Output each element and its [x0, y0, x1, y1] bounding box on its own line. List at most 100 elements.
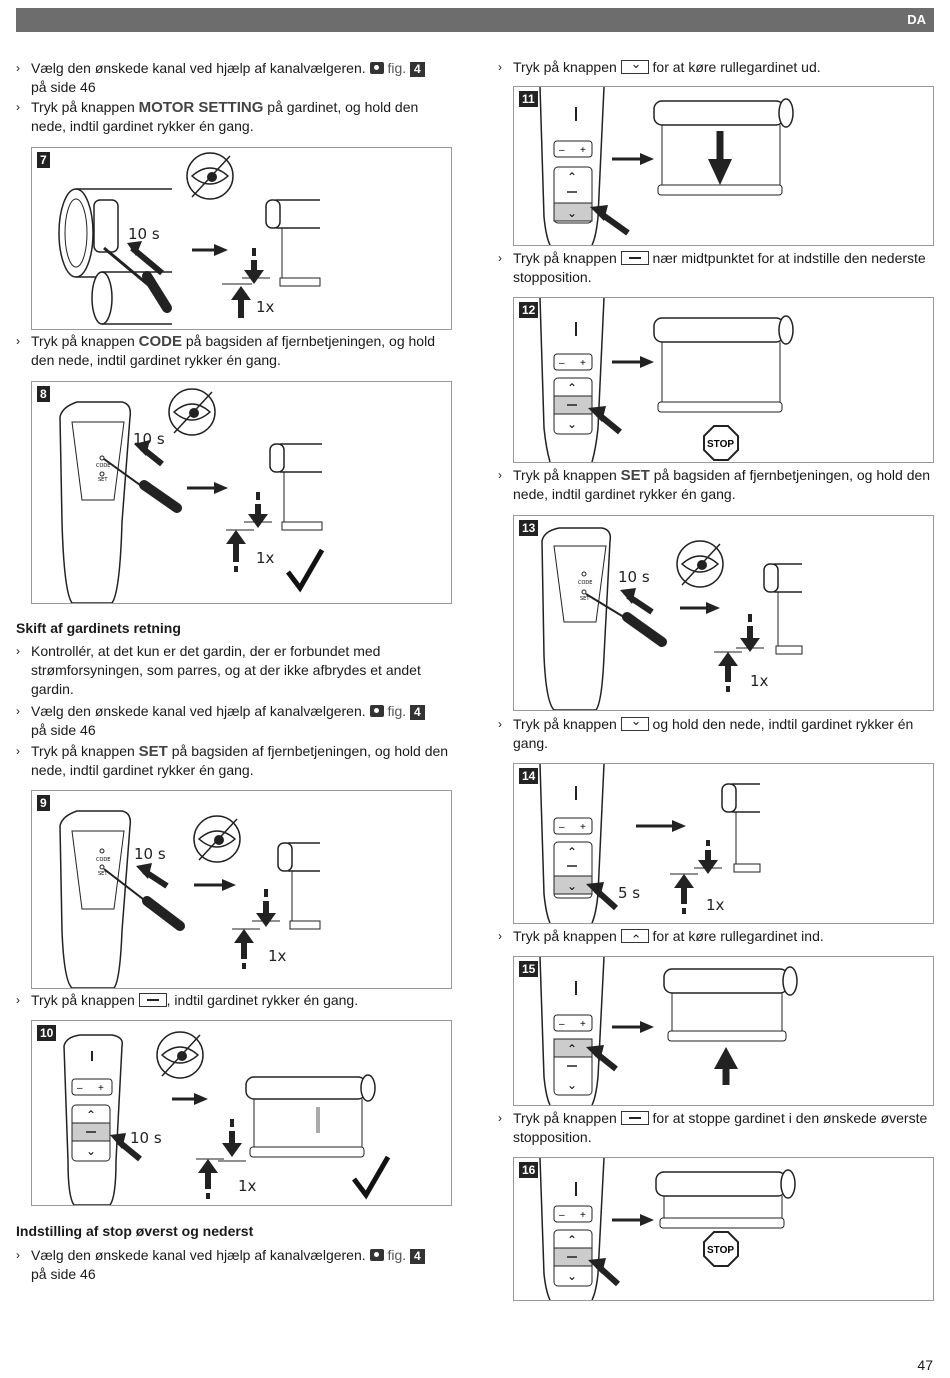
chevron-icon: ›	[16, 334, 20, 348]
key-set: SET	[138, 743, 168, 760]
figure-16: 16 – + ⌃ ⌄ STOP	[513, 1157, 934, 1301]
camera-icon	[369, 705, 384, 717]
time-label: 10 s	[130, 1129, 162, 1147]
chevron-icon: ›	[16, 61, 20, 75]
bullet-text-post: på side 46	[31, 1266, 96, 1282]
chevron-icon: ›	[498, 251, 502, 265]
figure-number: 14	[519, 768, 539, 784]
chevron-icon: ›	[16, 993, 20, 1007]
figure-7-illustration: 10 s 1x	[58, 152, 321, 325]
time-label: 5 s	[618, 884, 640, 902]
figure-13-illustration: CODE SET 10 s 1x	[541, 527, 803, 710]
down-key-icon	[620, 711, 649, 731]
time-label: 10 s	[134, 845, 166, 863]
figure-number: 16	[519, 1162, 539, 1178]
minus-icon: –	[559, 1210, 565, 1221]
code-text: CODE	[96, 463, 110, 469]
bullet-text-post: , indtil gardinet rykker én gang.	[166, 992, 359, 1008]
bullet-text: Vælg den ønskede kanal ved hjælp af kana…	[31, 1247, 366, 1263]
figure-number: 10	[37, 1025, 57, 1041]
figure-11: 11 – + ⌃ ⌄	[513, 86, 934, 246]
up-icon: ⌃	[86, 1108, 96, 1122]
down-icon: ⌄	[567, 417, 577, 431]
bullet-text: Kontrollér, at det kun er det gardin, de…	[31, 643, 421, 697]
bullet-text-post: for at stoppe gardinet i den ønskede øve…	[513, 1110, 928, 1145]
bullet-select-channel-2: › Vælg den ønskede kanal ved hjælp af ka…	[16, 702, 461, 740]
minus-key-icon	[620, 1111, 649, 1125]
bullet-text: Tryk på knappen	[513, 716, 617, 732]
bullet-check-power: › Kontrollér, at det kun er det gardin, …	[16, 642, 461, 699]
figure-8-illustration: CODE SET 10 s 1x	[59, 388, 325, 603]
minus-icon: –	[559, 358, 565, 369]
figure-number: 13	[519, 520, 539, 536]
up-icon: ⌃	[567, 381, 577, 395]
plus-icon: +	[580, 1210, 586, 1221]
count-label: 1x	[256, 549, 275, 567]
bullet-text: Tryk på knappen	[31, 743, 135, 759]
up-icon: ⌃	[567, 845, 577, 859]
fig-number: 4	[410, 1249, 425, 1264]
figure-number: 12	[519, 302, 539, 318]
up-key-icon	[620, 929, 649, 949]
minus-icon: –	[559, 822, 565, 833]
bullet-text: Tryk på knappen	[513, 1110, 617, 1126]
down-icon: ⌄	[567, 879, 577, 893]
bullet-bottom-stop: › Tryk på knappen nær midtpunktet for at…	[498, 249, 949, 287]
figure-9-illustration: CODE SET 10 s 1x	[59, 810, 321, 988]
chevron-icon: ›	[498, 1111, 502, 1125]
bullet-motor-setting: › Tryk på knappen MOTOR SETTING på gardi…	[16, 98, 451, 136]
camera-icon	[369, 1249, 384, 1261]
figure-14-illustration: – + ⌃ ⌄ 5 s 1x	[539, 764, 761, 923]
bullet-text-post: for at køre rullegardinet ind.	[652, 928, 824, 944]
up-icon: ⌃	[567, 1042, 577, 1056]
minus-icon: –	[559, 145, 565, 156]
chevron-icon: ›	[498, 929, 502, 943]
bullet-text-post: på gardinet, og hold den nede, indtil ga…	[31, 99, 419, 134]
section-title-direction: Skift af gardinets retning	[16, 620, 181, 636]
time-label: 10 s	[133, 430, 165, 448]
minus-icon: –	[77, 1083, 83, 1094]
section-title-stop: Indstilling af stop øverst og nederst	[16, 1223, 254, 1239]
plus-icon: +	[580, 822, 586, 833]
chevron-icon: ›	[498, 468, 502, 482]
bullet-text: Vælg den ønskede kanal ved hjælp af kana…	[31, 703, 366, 719]
chevron-icon: ›	[16, 1248, 20, 1262]
chevron-icon: ›	[16, 644, 20, 658]
down-icon: ⌄	[567, 206, 577, 220]
bullet-text-post: nær midtpunktet for at indstille den ned…	[513, 250, 926, 285]
figure-15: 15 – + ⌃ ⌄	[513, 956, 934, 1106]
minus-icon: –	[559, 1019, 565, 1030]
plus-icon: +	[580, 145, 586, 156]
stop-text: STOP	[707, 439, 734, 450]
fig-label: fig.	[387, 703, 407, 719]
bullet-text-post: og hold den nede, indtil gardinet rykker…	[513, 716, 914, 751]
figure-number: 9	[37, 795, 50, 811]
camera-icon	[369, 62, 384, 74]
bullet-roll-in: › Tryk på knappen for at køre rullegardi…	[498, 927, 949, 949]
up-icon: ⌃	[567, 170, 577, 184]
fig-number: 4	[410, 705, 425, 720]
chevron-icon: ›	[498, 60, 502, 74]
down-icon: ⌄	[86, 1144, 96, 1158]
count-label: 1x	[750, 672, 769, 690]
bullet-set-right: › Tryk på knappen SET på bagsiden af fje…	[498, 466, 949, 504]
figure-14: 14 – + ⌃ ⌄ 5 s 1x	[513, 763, 934, 924]
bullet-text: Vælg den ønskede kanal ved hjælp af kana…	[31, 60, 366, 76]
fig-label: fig.	[387, 60, 407, 76]
chevron-icon: ›	[16, 100, 20, 114]
bullet-top-stop: › Tryk på knappen for at stoppe gardinet…	[498, 1109, 949, 1147]
bullet-text: Tryk på knappen	[31, 333, 135, 349]
bullet-text-post: på bagsiden af fjernbetjeningen, og hold…	[31, 333, 435, 368]
minus-key-icon	[138, 993, 167, 1007]
bullet-minus: › Tryk på knappen , indtil gardinet rykk…	[16, 991, 461, 1010]
figure-16-illustration: – + ⌃ ⌄ STOP	[539, 1158, 796, 1300]
figure-7: 7 10 s 1x	[31, 147, 452, 330]
stop-sign-icon	[703, 425, 739, 461]
key-set: SET	[620, 467, 650, 484]
stop-text: STOP	[707, 1245, 734, 1256]
set-text: SET	[98, 477, 108, 483]
checkmark-icon	[286, 548, 325, 593]
down-key-icon	[620, 54, 649, 74]
bullet-code: › Tryk på knappen CODE på bagsiden af fj…	[16, 332, 461, 370]
bullet-roll-out: › Tryk på knappen for at køre rullegardi…	[498, 54, 943, 77]
